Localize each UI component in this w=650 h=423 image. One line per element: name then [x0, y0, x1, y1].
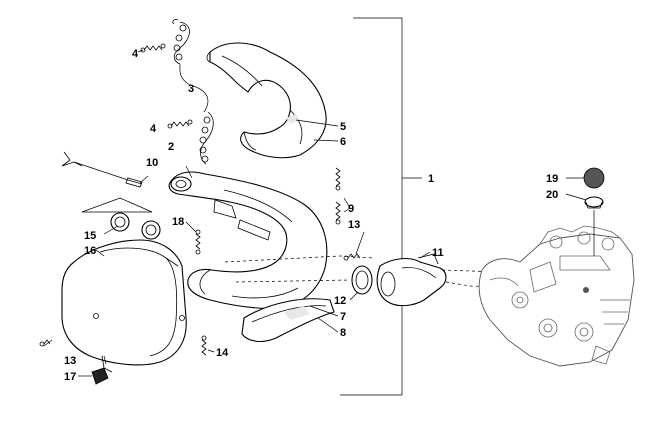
assembly-bracket	[340, 17, 422, 396]
spring-middle	[167, 119, 193, 129]
callout-13-left: 13	[64, 355, 76, 367]
temperature-probe	[61, 151, 149, 188]
callout-6: 6	[340, 136, 346, 148]
callout-17: 17	[64, 371, 76, 383]
cap-19	[566, 167, 605, 189]
spring-14	[201, 335, 215, 356]
callout-labels: 4 3 4 5 6 2 10 1 9 13 18 15 16 11 12 7 8…	[64, 48, 558, 383]
callout-12: 12	[334, 295, 346, 307]
callout-14: 14	[216, 347, 229, 359]
callout-13-right: 13	[348, 219, 360, 231]
spring-18	[185, 221, 201, 255]
callout-1: 1	[428, 173, 434, 185]
rubber-bumper	[78, 367, 109, 385]
callout-5: 5	[340, 121, 346, 133]
silencer	[61, 239, 187, 373]
callout-8: 8	[340, 327, 346, 339]
callout-4-top: 4	[132, 48, 139, 60]
callout-16: 16	[84, 245, 96, 257]
engine-block	[478, 225, 635, 367]
springs-9	[335, 167, 351, 225]
callout-9: 9	[348, 203, 354, 215]
callout-20: 20	[546, 189, 558, 201]
callout-7: 7	[340, 311, 346, 323]
leader-3	[189, 84, 209, 113]
callout-19: 19	[546, 173, 558, 185]
callout-15: 15	[84, 230, 96, 242]
spring-13-right	[343, 231, 365, 261]
callout-3: 3	[188, 83, 194, 95]
lower-guard	[241, 298, 339, 343]
callout-11: 11	[432, 247, 444, 259]
callout-10: 10	[146, 157, 158, 169]
callout-2: 2	[168, 141, 174, 153]
callout-18: 18	[172, 216, 184, 228]
callout-4-mid: 4	[150, 123, 157, 135]
spring-top	[137, 43, 166, 53]
label-leaders	[103, 355, 107, 365]
gasket-20	[565, 193, 604, 256]
gaskets-15	[81, 197, 161, 240]
gasket-12	[349, 265, 373, 301]
chain-hook-upper	[172, 19, 190, 65]
exhaust-manifold	[376, 251, 447, 307]
heat-shield	[206, 42, 339, 159]
spring-13-left	[39, 339, 53, 347]
leader-3b	[179, 63, 191, 86]
expansion-chamber	[168, 165, 328, 309]
chain-hook-lower	[199, 111, 214, 165]
